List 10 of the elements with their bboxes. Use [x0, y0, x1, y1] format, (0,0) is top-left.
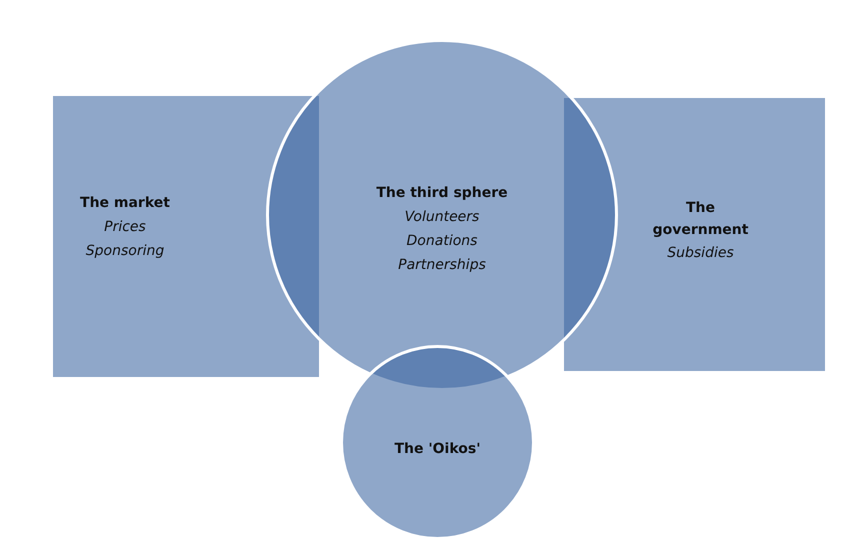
- list-item-text: Prices: [103, 218, 147, 237]
- heading-text: The government: [652, 199, 750, 240]
- list-item-text: Sponsoring: [84, 242, 166, 261]
- list-item-text: Partnerships: [397, 256, 487, 275]
- heading-text: The 'Oikos': [393, 440, 482, 459]
- heading-text: The third sphere: [375, 184, 509, 203]
- list-item-text: Subsidies: [666, 244, 735, 263]
- heading-text: The market: [79, 194, 171, 213]
- list-item-text: Donations: [406, 232, 478, 251]
- list-item-text: Volunteers: [404, 208, 480, 227]
